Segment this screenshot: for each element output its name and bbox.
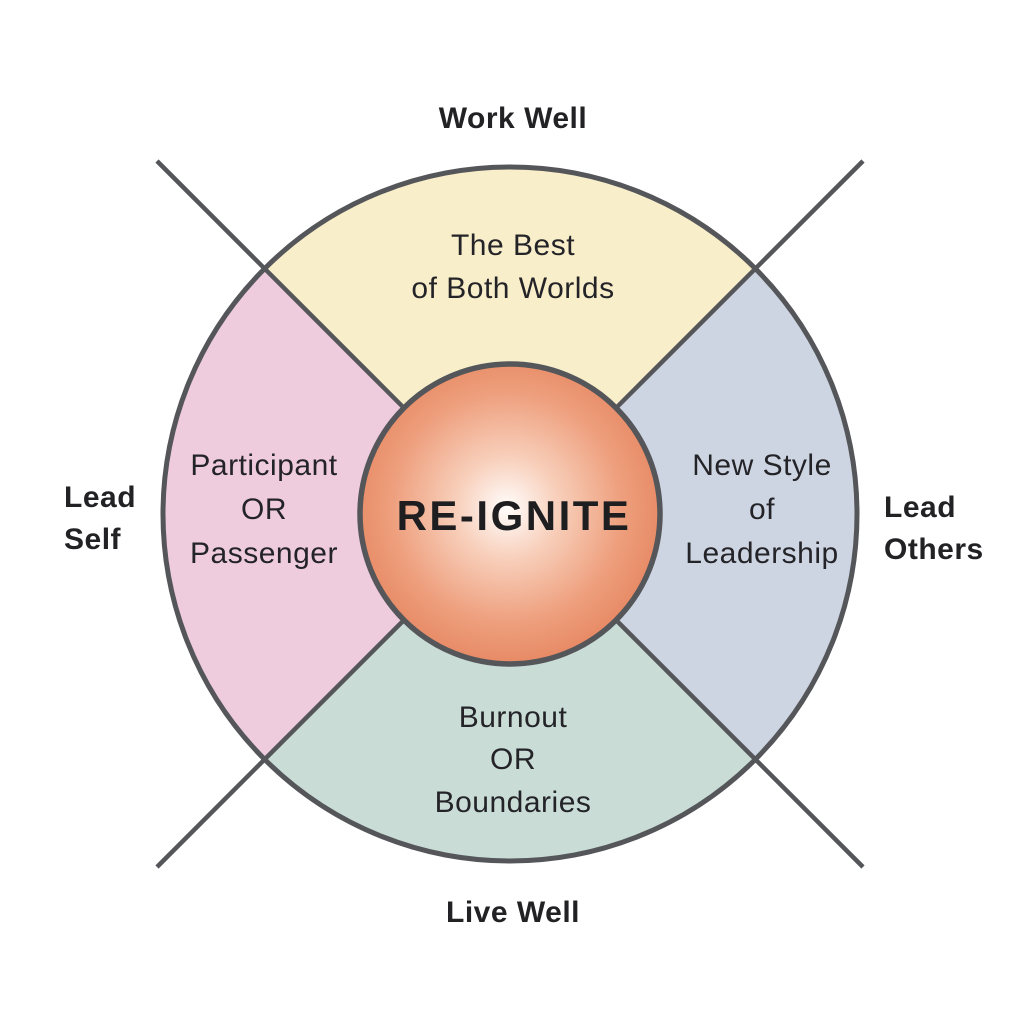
- outer-circle: [160, 164, 860, 864]
- left-label-line2: OR: [241, 493, 287, 526]
- right-label-line3: Leadership: [685, 537, 838, 570]
- bottom-label-line3: Boundaries: [435, 786, 592, 819]
- right-label-line2: of: [749, 493, 775, 526]
- center-circle: [357, 361, 663, 667]
- quadrant-wedges: [162, 166, 858, 862]
- left-label-line1: Participant: [190, 449, 337, 482]
- lead-others-line2: Others: [884, 533, 984, 566]
- top-label-line2: of Both Worlds: [411, 272, 614, 305]
- quadrant-top-label: The Best of Both Worlds: [411, 229, 614, 305]
- quadrant-bottom-live-well: [264, 514, 756, 862]
- lead-self-line1: Lead: [64, 481, 136, 514]
- outer-label-work-well: Work Well: [439, 102, 587, 135]
- quadrant-bottom-label: Burnout OR Boundaries: [435, 701, 592, 819]
- outer-label-lead-others: Lead Others: [884, 491, 984, 566]
- quadrant-right-label: New Style of Leadership: [685, 449, 838, 570]
- left-label-line3: Passenger: [190, 537, 338, 570]
- quadrant-right-lead-others: [510, 268, 858, 760]
- quadrant-left-label: Participant OR Passenger: [190, 449, 338, 570]
- quadrant-left-lead-self: [162, 268, 511, 760]
- outer-label-live-well: Live Well: [446, 896, 580, 929]
- lead-others-line1: Lead: [884, 491, 956, 524]
- bottom-label-line1: Burnout: [459, 701, 568, 734]
- bottom-label-line2: OR: [490, 743, 536, 776]
- center-title: RE-IGNITE: [397, 492, 632, 539]
- outer-label-lead-self: Lead Self: [64, 481, 136, 556]
- top-label-line1: The Best: [451, 229, 575, 262]
- lead-self-line2: Self: [64, 523, 122, 556]
- quadrant-top-work-well: [264, 166, 756, 515]
- right-label-line1: New Style: [692, 449, 832, 482]
